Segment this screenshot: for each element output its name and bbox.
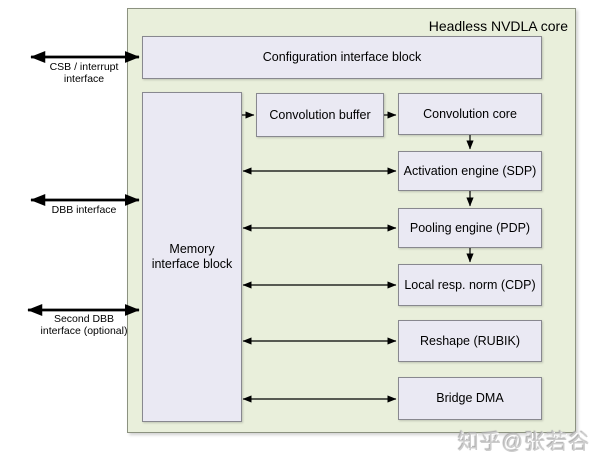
block-label: Reshape (RUBIK) (419, 333, 521, 348)
block-memory-interface: Memory interface block (142, 92, 242, 422)
block-label: Pooling engine (PDP) (409, 220, 531, 235)
dbb-interface-label: DBB interface (51, 204, 117, 216)
block-label: Convolution core (423, 106, 517, 121)
block-label-line2: interface block (151, 257, 233, 271)
block-activation-engine-sdp: Activation engine (SDP) (398, 151, 542, 191)
block-label: Local resp. norm (CDP) (404, 277, 536, 292)
block-label-line1: Memory (169, 242, 215, 256)
block-label: Convolution buffer (269, 107, 371, 122)
block-pooling-engine-pdp: Pooling engine (PDP) (398, 208, 542, 248)
diagram-title: Headless NVDLA core (428, 18, 568, 34)
block-local-resp-norm-cdp: Local resp. norm (CDP) (398, 264, 542, 306)
block-label: Configuration interface block (262, 50, 422, 64)
zhihu-watermark: 知乎@张若谷 (458, 431, 591, 454)
block-reshape-rubik: Reshape (RUBIK) (398, 320, 542, 362)
second-dbb-interface-label: Second DBB interface (optional) (40, 313, 128, 337)
block-bridge-dma: Bridge DMA (398, 377, 542, 420)
block-label: Bridge DMA (436, 391, 504, 405)
csb-interrupt-interface-label: CSB / interrupt interface (49, 61, 119, 85)
block-convolution-buffer: Convolution buffer (256, 93, 384, 137)
block-configuration-interface: Configuration interface block (142, 36, 542, 79)
block-label: Activation engine (SDP) (403, 163, 537, 178)
block-convolution-core: Convolution core (398, 93, 542, 135)
